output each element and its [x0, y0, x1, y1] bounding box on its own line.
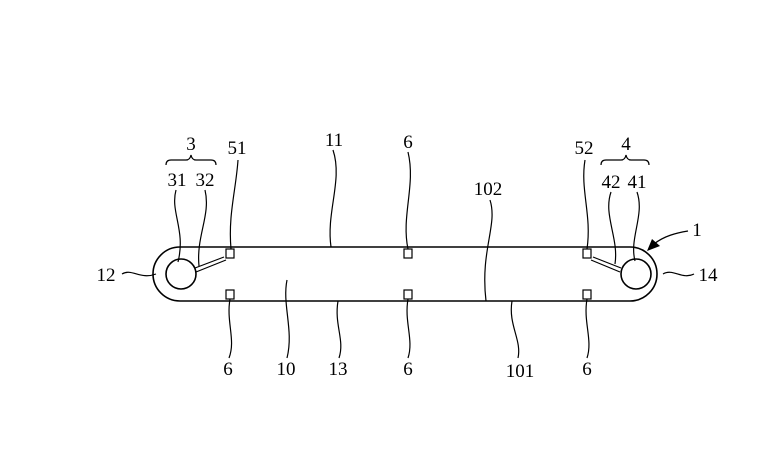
body-outline	[152, 246, 658, 302]
brace-3	[165, 154, 217, 166]
pad-bottom-mid	[403, 289, 413, 300]
label-10: 10	[277, 359, 296, 380]
label-101: 101	[506, 361, 535, 382]
pad-51	[225, 248, 235, 259]
label-3: 3	[186, 134, 196, 155]
pad-top-mid	[403, 248, 413, 259]
label-6-top: 6	[403, 132, 413, 153]
leader-6-top	[405, 151, 411, 250]
pad-bottom-right	[582, 289, 592, 300]
left-link-32	[194, 256, 225, 269]
label-1: 1	[692, 220, 702, 241]
label-32: 32	[196, 170, 215, 191]
right-link-42b	[590, 259, 621, 273]
label-11: 11	[325, 130, 343, 151]
leader-10	[285, 279, 290, 359]
leader-102	[484, 199, 493, 302]
label-52: 52	[575, 138, 594, 159]
label-102: 102	[474, 179, 503, 200]
leader-51	[229, 159, 239, 250]
arrow-1-head	[647, 239, 660, 251]
pad-bottom-left	[225, 289, 235, 300]
leader-13	[336, 300, 342, 359]
label-51: 51	[228, 138, 247, 159]
leader-6-bm	[406, 298, 411, 359]
leader-6-br	[585, 298, 590, 359]
leader-31	[174, 189, 181, 263]
label-14: 14	[699, 265, 719, 286]
pad-52	[582, 248, 592, 259]
label-42: 42	[602, 172, 621, 193]
leader-32	[198, 189, 207, 267]
left-roller-31	[165, 258, 197, 290]
leader-12	[121, 271, 157, 277]
leader-41	[633, 191, 640, 262]
label-6-br: 6	[582, 359, 592, 380]
label-12: 12	[97, 265, 116, 286]
leader-52	[583, 159, 589, 250]
right-link-42	[592, 256, 622, 269]
right-roller-41	[620, 258, 652, 290]
label-6-bl: 6	[223, 359, 233, 380]
arrow-1-line	[653, 230, 689, 245]
leader-11	[329, 149, 337, 248]
brace-4	[600, 154, 650, 166]
leader-101	[510, 300, 520, 359]
label-41: 41	[628, 172, 647, 193]
label-13: 13	[329, 359, 348, 380]
leader-14	[662, 271, 695, 277]
label-31: 31	[168, 170, 187, 191]
label-6-bm: 6	[403, 359, 413, 380]
left-link-32b	[195, 259, 227, 273]
leader-42	[608, 191, 617, 265]
label-4: 4	[621, 134, 631, 155]
leader-6-bl	[228, 298, 233, 359]
